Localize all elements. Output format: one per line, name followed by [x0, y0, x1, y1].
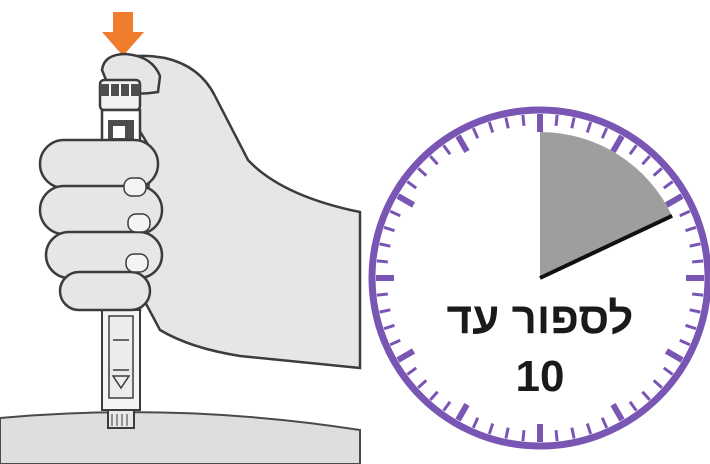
timer-minor-tick — [471, 417, 480, 429]
timer-minor-tick — [379, 242, 391, 248]
timer-minor-tick — [600, 127, 609, 139]
timer-minor-tick — [554, 114, 559, 126]
timer-minor-tick — [692, 259, 704, 264]
timer-minor-tick — [417, 379, 428, 389]
timer-minor-tick — [685, 225, 697, 233]
timer-minor-tick — [570, 117, 576, 129]
timer-caption: לספור עד — [446, 294, 634, 343]
timer-major-tick — [664, 348, 684, 363]
timer-minor-tick — [406, 180, 418, 190]
timer-minor-tick — [376, 292, 388, 297]
timer-minor-tick — [383, 323, 395, 331]
timer-major-tick — [610, 134, 625, 154]
injection-skin-surface — [0, 411, 361, 464]
timer-minor-tick — [471, 127, 480, 139]
timer-minor-tick — [628, 144, 638, 156]
timer-minor-tick — [679, 338, 691, 347]
hand-fingers — [38, 138, 164, 312]
timer-minor-tick — [521, 114, 526, 126]
timer-minor-tick — [389, 338, 401, 347]
timer-minor-tick — [429, 155, 439, 166]
timer-minor-tick — [442, 400, 452, 412]
timer-major-tick — [610, 402, 625, 422]
timer-minor-tick — [487, 121, 495, 133]
timer-minor-tick — [662, 180, 674, 190]
timer-hand — [539, 214, 673, 280]
timer-minor-tick — [383, 225, 395, 233]
hand-palm — [102, 54, 362, 370]
timer-major-tick — [455, 134, 470, 154]
timer-minor-tick — [379, 308, 391, 314]
timer-minor-tick — [641, 155, 651, 166]
timer-major-tick — [664, 193, 684, 208]
timer-count: 10 — [515, 352, 565, 401]
timer-minor-tick — [600, 417, 609, 429]
timer-minor-tick — [487, 423, 495, 435]
timer-minor-tick — [641, 390, 651, 401]
timer-minor-tick — [504, 117, 510, 129]
timer-minor-tick — [376, 259, 388, 264]
timer-minor-tick — [429, 390, 439, 401]
timer-minor-tick — [442, 144, 452, 156]
timer-minor-tick — [554, 430, 559, 442]
timer-minor-tick — [628, 400, 638, 412]
timer-minor-tick — [585, 121, 593, 133]
timer-minor-tick — [417, 167, 428, 177]
timer-minor-tick — [389, 209, 401, 218]
press-down-arrow-icon — [102, 12, 144, 56]
timer-elapsed-sector — [540, 132, 673, 278]
timer-minor-tick — [521, 430, 526, 442]
timer-major-tick — [396, 193, 416, 208]
timer-minor-tick — [689, 308, 701, 314]
timer-minor-tick — [585, 423, 593, 435]
timer-minor-tick — [685, 323, 697, 331]
timer-major-tick — [455, 402, 470, 422]
timer-ticks — [376, 114, 704, 442]
timer-minor-tick — [679, 209, 691, 218]
timer-major-tick — [396, 348, 416, 363]
timer-minor-tick — [689, 242, 701, 248]
timer-minor-tick — [504, 427, 510, 439]
timer-minor-tick — [652, 379, 663, 389]
timer-minor-tick — [662, 366, 674, 376]
timer-minor-tick — [692, 292, 704, 297]
timer-minor-tick — [652, 167, 663, 177]
timer-minor-tick — [406, 366, 418, 376]
timer-dial — [368, 106, 710, 450]
timer-minor-tick — [570, 427, 576, 439]
